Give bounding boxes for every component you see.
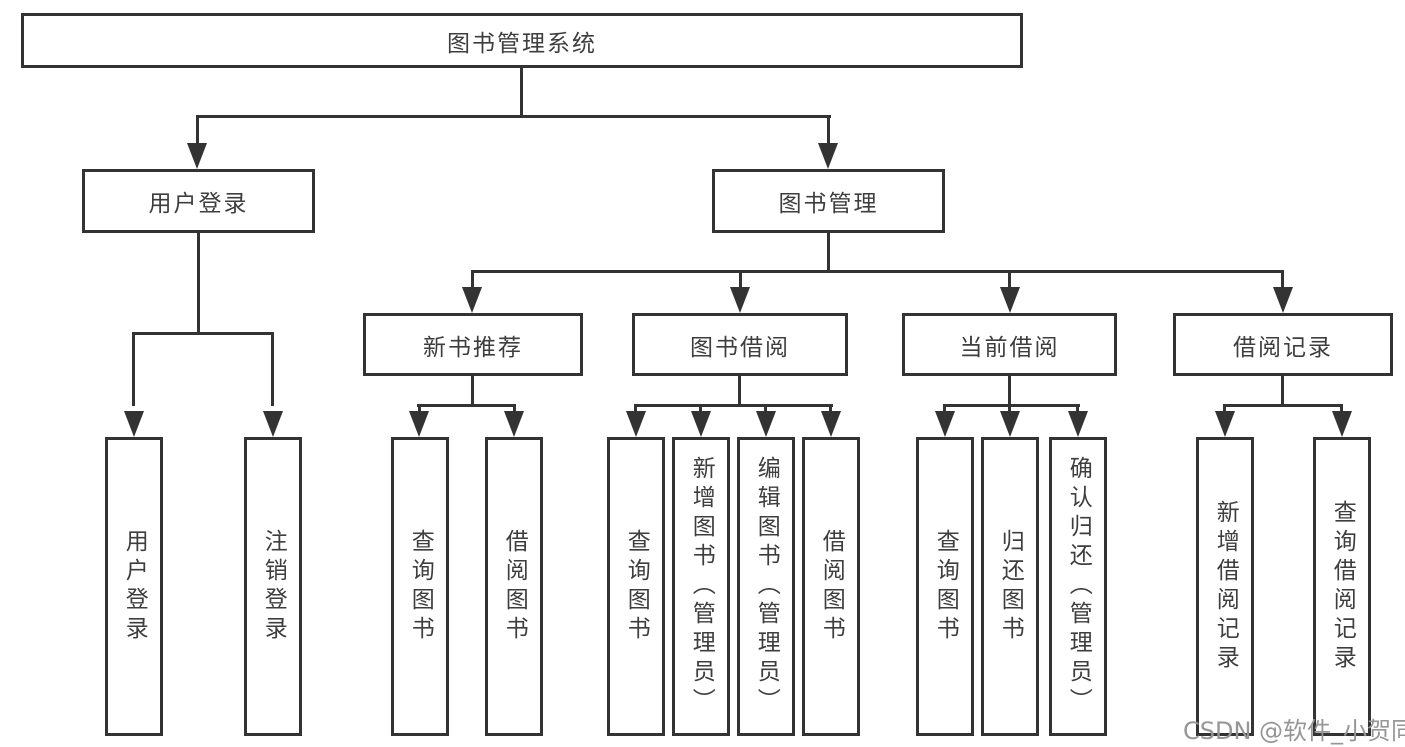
connector-drop <box>699 404 702 414</box>
leaf-borrow-books-recommend: 借阅图书 <box>485 437 543 736</box>
leaf-query-books-current: 查询图书 <box>916 437 974 736</box>
connector-borrow-records-trunk <box>1281 375 1284 407</box>
connector-drop <box>1076 404 1079 414</box>
connector-drop <box>271 332 274 406</box>
connector-current-borrow-branch <box>943 404 1080 407</box>
arrow-down-icon <box>1273 287 1293 313</box>
connector-current-borrow-trunk <box>1008 375 1011 407</box>
leaf-return-books: 归还图书 <box>981 437 1039 736</box>
arrow-down-icon <box>691 411 711 437</box>
connector-new-book-trunk <box>471 375 474 407</box>
node-root: 图书管理系统 <box>21 13 1023 68</box>
connector-drop <box>513 404 516 414</box>
arrow-down-icon <box>818 143 838 169</box>
connector-root-trunk <box>520 68 523 118</box>
node-borrow-records: 借阅记录 <box>1173 313 1393 376</box>
arrow-down-icon <box>626 411 646 437</box>
arrow-down-icon <box>1068 411 1088 437</box>
connector-book-borrow-branch <box>634 404 833 407</box>
arrow-down-icon <box>1332 411 1352 437</box>
arrow-down-icon <box>730 287 750 313</box>
connector-user-login-branch <box>132 332 274 335</box>
leaf-add-book-admin: 新增图书（管理员） <box>672 437 730 736</box>
connector-drop <box>132 332 135 406</box>
arrow-down-icon <box>1000 287 1020 313</box>
connector-borrow-records-branch <box>1223 404 1343 407</box>
connector-new-book-branch <box>417 404 516 407</box>
arrow-down-icon <box>263 411 283 437</box>
connector-drop <box>943 404 946 414</box>
leaf-borrow-books: 借阅图书 <box>802 437 860 736</box>
connector-drop <box>1340 404 1343 414</box>
connector-drop <box>418 404 421 414</box>
connector-book-management-branch <box>471 270 1283 273</box>
leaf-user-login: 用户登录 <box>105 437 163 736</box>
leaf-query-borrow-record: 查询借阅记录 <box>1313 437 1371 736</box>
connector-book-borrow-trunk <box>738 375 741 407</box>
node-new-book-recommend: 新书推荐 <box>363 313 583 376</box>
arrow-down-icon <box>504 411 524 437</box>
connector-drop <box>634 404 637 414</box>
node-user-login: 用户登录 <box>82 169 315 233</box>
connector-drop <box>1281 270 1284 288</box>
arrow-down-icon <box>124 411 144 437</box>
connector-user-login-trunk <box>197 233 200 334</box>
connector-drop-user-login <box>196 115 199 145</box>
leaf-query-books-borrow: 查询图书 <box>607 437 665 736</box>
connector-drop <box>1008 270 1011 288</box>
connector-root-branch <box>196 115 831 118</box>
node-current-borrow: 当前借阅 <box>902 313 1117 376</box>
connector-drop <box>739 270 742 288</box>
leaf-add-borrow-record: 新增借阅记录 <box>1196 437 1254 736</box>
arrow-down-icon <box>756 411 776 437</box>
arrow-down-icon <box>1000 411 1020 437</box>
connector-drop <box>829 404 832 414</box>
node-book-borrow: 图书借阅 <box>632 313 848 376</box>
arrow-down-icon <box>409 411 429 437</box>
connector-drop <box>1008 404 1011 414</box>
connector-drop <box>764 404 767 414</box>
watermark: CSDN @软件_小贺同学 <box>1183 717 1405 745</box>
arrow-down-icon <box>187 143 207 169</box>
arrow-down-icon <box>935 411 955 437</box>
leaf-edit-book-admin: 编辑图书（管理员） <box>737 437 795 736</box>
arrow-down-icon <box>821 411 841 437</box>
leaf-confirm-return-admin: 确认归还（管理员） <box>1049 437 1107 736</box>
connector-drop <box>1223 404 1226 414</box>
arrow-down-icon <box>462 287 482 313</box>
connector-drop-book-management <box>827 115 830 145</box>
leaf-logout: 注销登录 <box>244 437 302 736</box>
connector-book-management-trunk <box>827 233 830 273</box>
node-book-management: 图书管理 <box>712 169 945 233</box>
leaf-query-books-recommend: 查询图书 <box>391 437 449 736</box>
arrow-down-icon <box>1215 411 1235 437</box>
connector-drop <box>471 270 474 288</box>
